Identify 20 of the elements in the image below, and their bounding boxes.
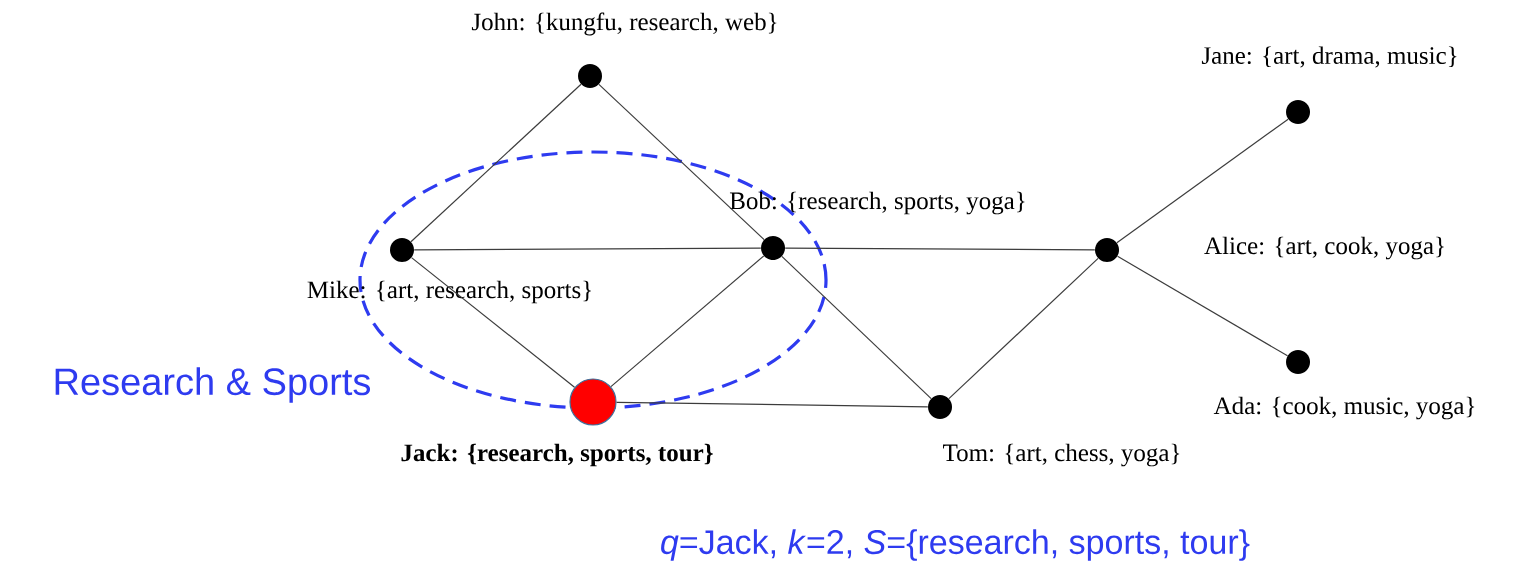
graph-edge (948, 257, 1099, 400)
query-caption: q=Jack, k=2, S={research, sports, tour} (661, 529, 1250, 561)
vertex-label: Jack: {research, sports, tour} (401, 443, 713, 467)
vertex-label: Jane: {art, drama, music} (1201, 46, 1457, 68)
graph-edge (1116, 118, 1289, 244)
vertex-label: Ada: {cook, music, yoga} (1213, 396, 1475, 420)
graph-edge (610, 255, 765, 388)
graph-edge (781, 255, 932, 400)
vertex-label: Bob: {research, sports, yoga} (729, 191, 1025, 215)
graph-edge (616, 401, 929, 408)
graph-edge (410, 83, 582, 243)
graph-edge (1116, 255, 1289, 357)
group-label: Research & Sports (55, 367, 370, 403)
graph-edge (410, 257, 576, 388)
vertex-label: Alice: {art, cook, yoga} (1204, 236, 1444, 260)
graph-edge (413, 247, 762, 251)
vertex-label: Tom: {art, chess, yoga} (943, 443, 1180, 467)
graph-edge (598, 83, 765, 241)
vertex-label: John: {kungfu, research, web} (471, 12, 777, 36)
graph-edge (784, 247, 1096, 251)
